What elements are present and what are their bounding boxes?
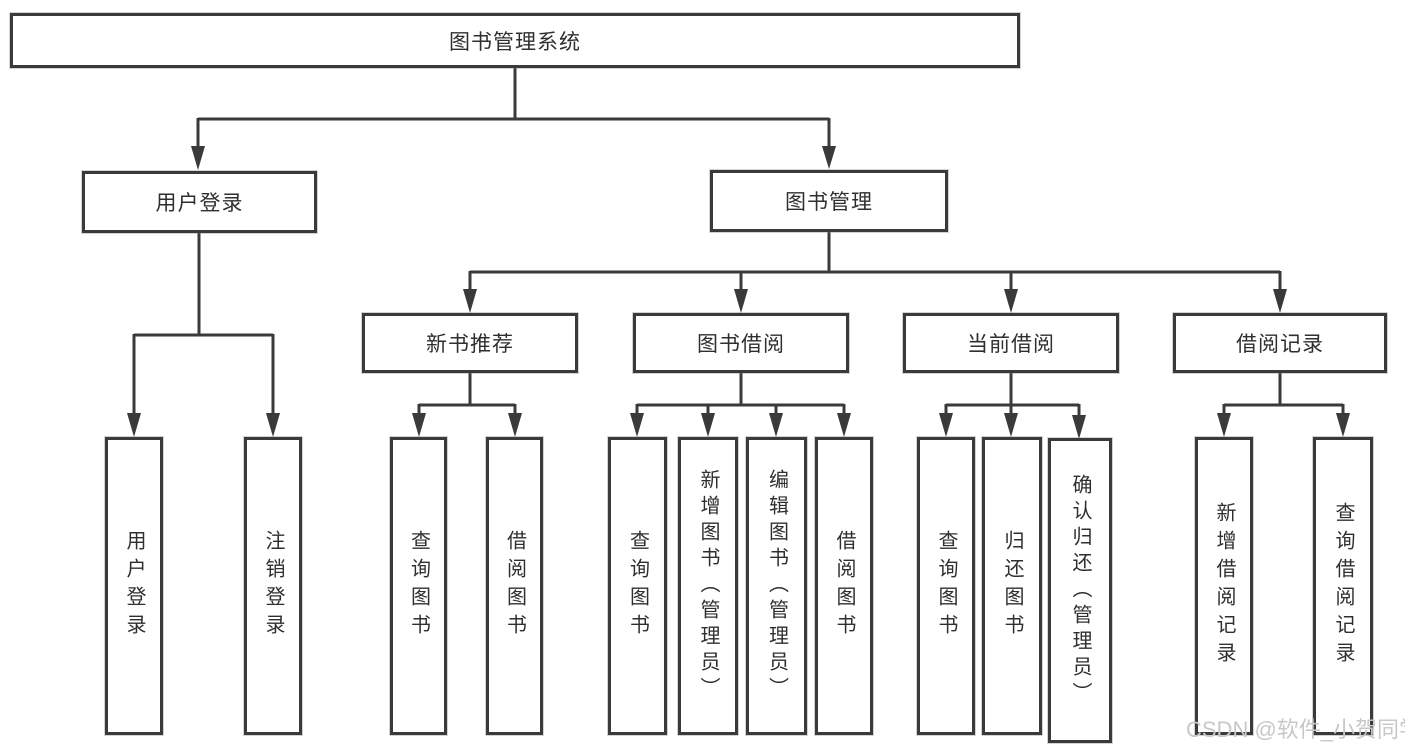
node-user-login: 用户登录 bbox=[82, 171, 317, 233]
arrowheads bbox=[127, 146, 1350, 439]
node-leaf-current-query-books: 查询图书 bbox=[917, 437, 975, 735]
node-root-library-management-system: 图书管理系统 bbox=[10, 13, 1020, 68]
node-borrowing-records: 借阅记录 bbox=[1173, 313, 1387, 373]
connector-group-book-borrowing bbox=[635, 373, 846, 425]
node-leaf-borrow-add-books-admin: 新增图书（管理员） bbox=[678, 437, 738, 735]
connector-group-root bbox=[196, 68, 831, 158]
node-leaf-borrow-edit-books-admin: 编辑图书（管理员） bbox=[746, 437, 807, 735]
connector-group-borrowing-records bbox=[1222, 373, 1345, 425]
node-new-book-recommend: 新书推荐 bbox=[362, 313, 578, 373]
node-leaf-borrow-borrow-books: 借阅图书 bbox=[815, 437, 873, 735]
connector-group-user-login bbox=[132, 233, 275, 425]
node-leaf-user-login: 用户登录 bbox=[105, 437, 163, 735]
node-leaf-recommend-query-books: 查询图书 bbox=[390, 437, 447, 735]
connector-group-book-management bbox=[468, 232, 1282, 301]
node-leaf-logout: 注销登录 bbox=[244, 437, 302, 735]
node-leaf-current-return-books: 归还图书 bbox=[982, 437, 1042, 735]
node-current-borrowing: 当前借阅 bbox=[903, 313, 1119, 373]
node-leaf-records-query-record: 查询借阅记录 bbox=[1313, 437, 1373, 735]
connector-group-new-book-recommend bbox=[417, 373, 517, 425]
node-leaf-recommend-borrow-books: 借阅图书 bbox=[486, 437, 543, 735]
node-book-borrowing: 图书借阅 bbox=[633, 313, 849, 373]
node-leaf-records-add-record: 新增借阅记录 bbox=[1195, 437, 1253, 735]
csdn-watermark: CSDN @软件_小贺同学 bbox=[1186, 717, 1405, 742]
node-book-management: 图书管理 bbox=[710, 170, 948, 232]
node-leaf-borrow-query-books: 查询图书 bbox=[608, 437, 667, 735]
node-leaf-current-confirm-return-admin: 确认归还（管理员） bbox=[1048, 438, 1112, 743]
